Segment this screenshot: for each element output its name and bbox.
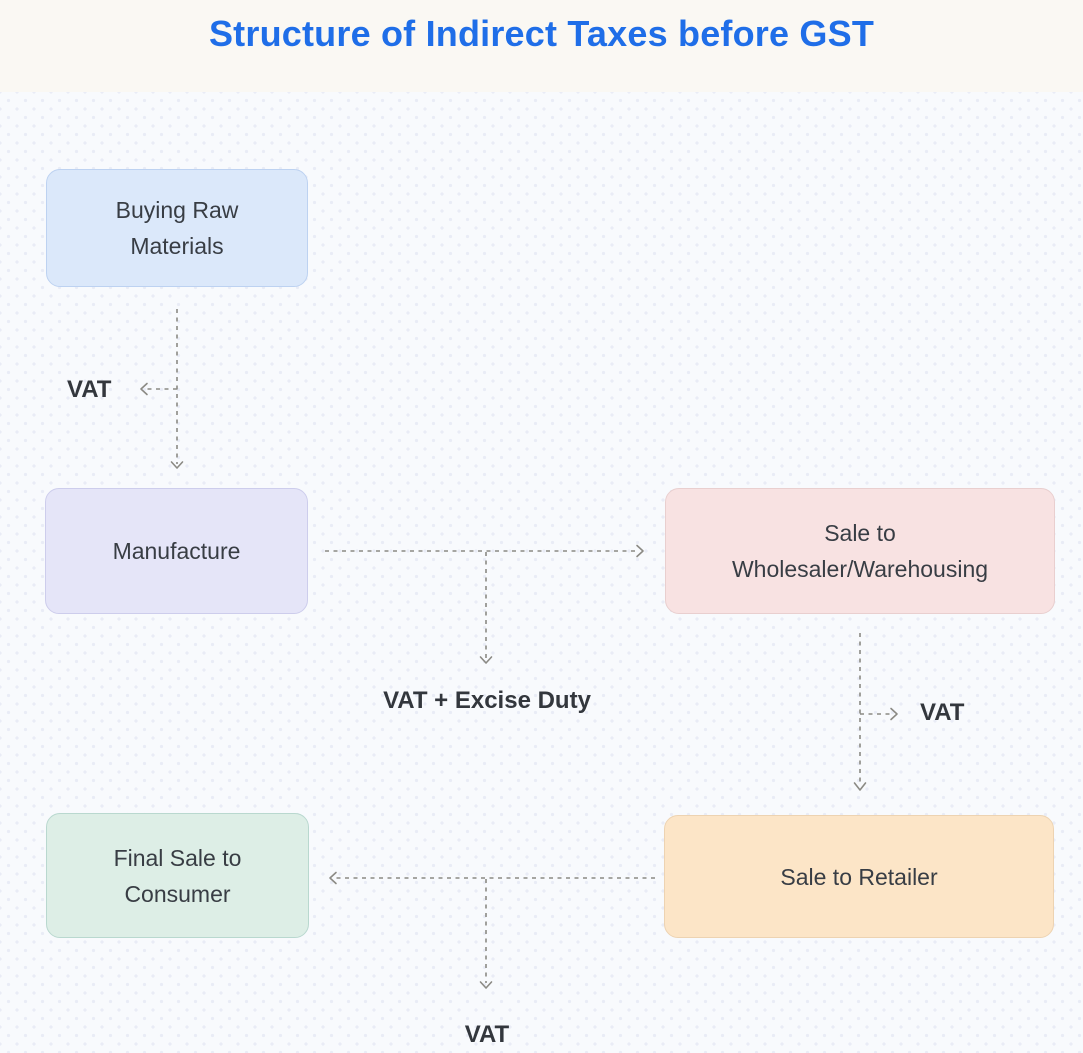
node-manufacture: Manufacture [45, 488, 308, 614]
node-sale-to-retailer: Sale to Retailer [664, 815, 1054, 938]
title-band: Structure of Indirect Taxes before GST [0, 0, 1083, 92]
node-label-line: Buying Raw [115, 197, 239, 223]
node-label-line: Sale to Retailer [780, 863, 938, 890]
node-final-sale-to-consumer: Final Sale to Consumer [46, 813, 309, 938]
node-label-line: Materials [130, 233, 224, 259]
node-label-line: Sale to [824, 520, 896, 546]
node-label-line: Manufacture [112, 538, 241, 564]
node-label-line: Consumer [124, 880, 231, 907]
node-label-line: Final Sale to [113, 844, 242, 871]
tax-label-vat-wholesaler: VAT [920, 699, 965, 726]
tax-label-vat-excise-duty: VAT + Excise Duty [383, 687, 591, 714]
node-sale-to-wholesaler: Sale to Wholesaler/Warehousing [665, 488, 1055, 614]
node-buying-raw-materials: Buying Raw Materials [46, 169, 308, 287]
tax-label-vat-bottom: VAT [464, 1021, 510, 1048]
page-title: Structure of Indirect Taxes before GST [208, 13, 875, 54]
tax-label-vat-raw: VAT [67, 376, 112, 403]
node-label-line: Wholesaler/Warehousing [731, 556, 989, 582]
